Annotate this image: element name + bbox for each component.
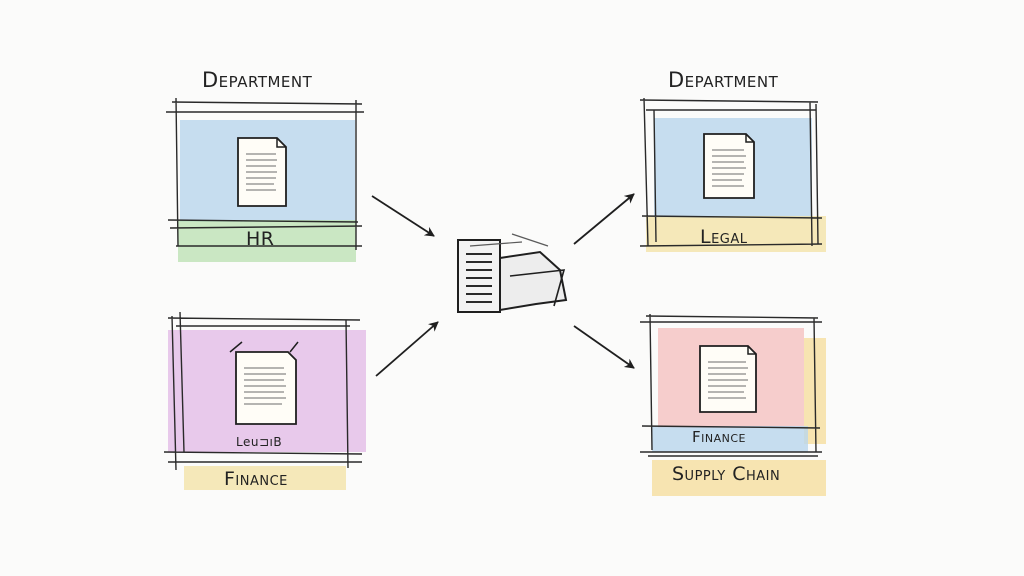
top-left-box <box>166 97 364 262</box>
top-left-department: HR <box>246 228 275 250</box>
bottom-left-box <box>163 311 366 490</box>
top-right-frame <box>639 97 823 247</box>
bottom-right-outer-strip <box>652 460 826 496</box>
bottom-right-frame <box>640 313 822 457</box>
top-left-frame <box>166 97 364 250</box>
top-right-heading: Department <box>668 68 779 92</box>
document-icon <box>699 345 757 413</box>
top-right-box <box>639 97 826 252</box>
bottom-right-strip <box>652 426 808 452</box>
document-icon <box>703 133 755 199</box>
bottom-right-box <box>640 313 826 496</box>
bottom-right-inner-label: Finance <box>692 428 746 446</box>
bottom-left-strip <box>184 466 346 490</box>
bottom-left-inner-label: Leu⊐ıB <box>236 435 283 449</box>
document-icon <box>229 341 299 425</box>
top-right-department: Legal <box>700 226 748 248</box>
arrow-icon <box>371 193 635 377</box>
folder-icon <box>457 233 568 313</box>
bottom-left-department: Finance <box>224 468 288 490</box>
top-left-heading: Department <box>202 68 313 92</box>
bottom-right-department: Supply Chain <box>672 463 781 485</box>
document-icon <box>237 137 287 207</box>
bottom-left-frame <box>163 311 363 471</box>
